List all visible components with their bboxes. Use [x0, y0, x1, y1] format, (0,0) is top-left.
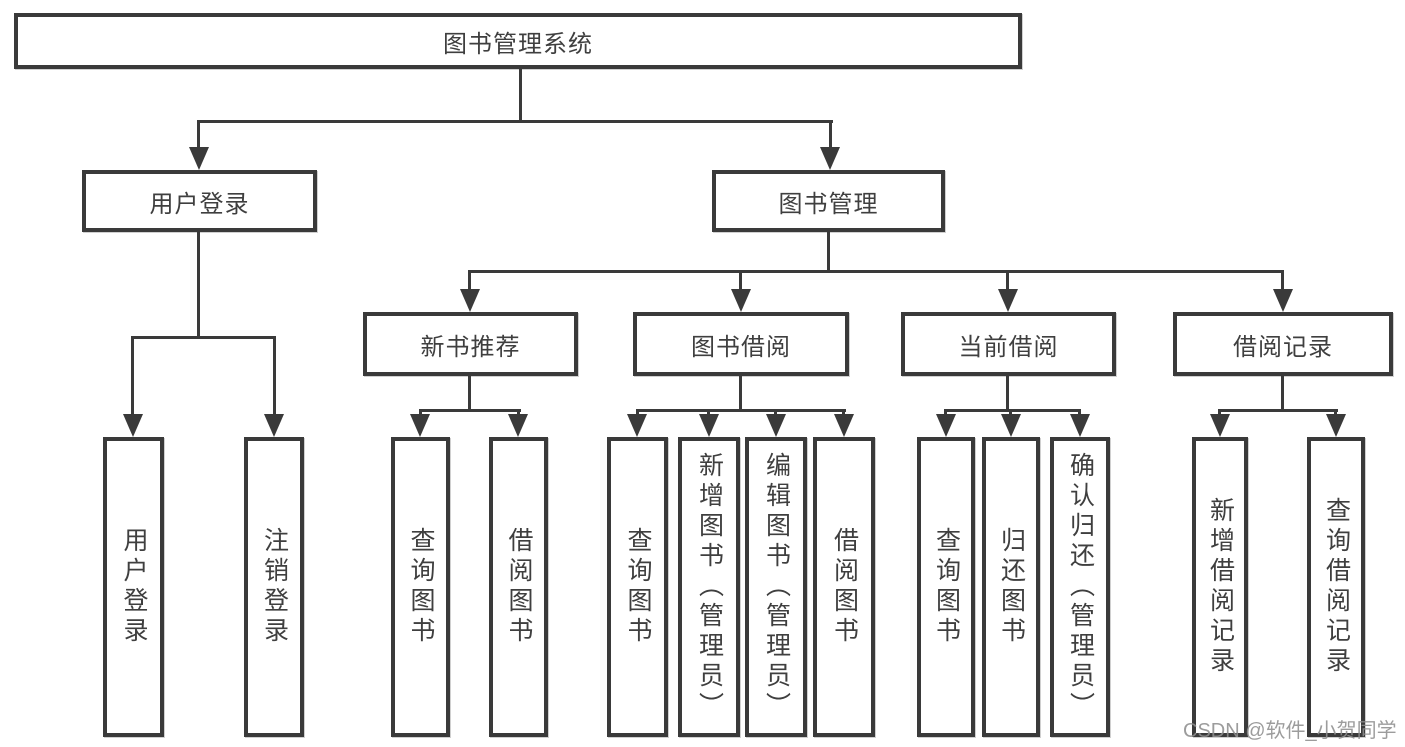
node-bb-add-label: 新增图书（管理员）: [695, 452, 724, 722]
node-book-mgmt-label: 图书管理: [778, 190, 879, 218]
node-nb-borrow-box: 借阅图书: [489, 437, 548, 737]
arrowhead-down-icon: [731, 289, 751, 312]
node-cb-confirm-label: 确认归还（管理员）: [1066, 452, 1095, 722]
connector-line: [739, 376, 742, 412]
connector-line: [273, 336, 276, 418]
node-nb-borrow-label: 借阅图书: [505, 527, 533, 647]
node-new-book-rec-label: 新书推荐: [420, 333, 521, 361]
node-br-query-label: 查询借阅记录: [1322, 497, 1351, 677]
arrowhead-down-icon: [699, 414, 719, 437]
node-nb-query-box: 查询图书: [391, 437, 450, 737]
arrowhead-down-icon: [189, 147, 209, 170]
connector-line: [827, 232, 830, 272]
node-ul-login-label: 用户登录: [120, 527, 148, 647]
node-cb-return-box: 归还图书: [982, 437, 1040, 737]
arrowhead-down-icon: [998, 289, 1018, 312]
node-cb-query-box: 查询图书: [917, 437, 975, 737]
arrowhead-down-icon: [936, 414, 956, 437]
connector-line: [468, 376, 471, 412]
connector-line: [739, 270, 742, 294]
arrowhead-down-icon: [508, 414, 528, 437]
node-borrow-records-box: 借阅记录: [1173, 312, 1393, 376]
node-user-login-label: 用户登录: [149, 190, 250, 218]
connector-line: [1281, 376, 1284, 412]
node-br-query-box: 查询借阅记录: [1307, 437, 1365, 737]
arrowhead-down-icon: [834, 414, 854, 437]
connector-line: [636, 409, 846, 412]
arrowhead-down-icon: [1273, 289, 1293, 312]
arrowhead-down-icon: [820, 147, 840, 170]
node-bb-edit-label: 编辑图书（管理员）: [762, 452, 791, 722]
node-borrow-records-label: 借阅记录: [1233, 333, 1333, 361]
node-ul-login-box: 用户登录: [103, 437, 164, 737]
node-bb-query-label: 查询图书: [624, 527, 652, 647]
node-current-borrow-label: 当前借阅: [958, 333, 1059, 361]
connector-line: [1006, 270, 1009, 294]
node-br-add-box: 新增借阅记录: [1192, 437, 1248, 737]
arrowhead-down-icon: [460, 289, 480, 312]
connector-line: [419, 409, 521, 412]
node-book-borrow-label: 图书借阅: [691, 333, 791, 361]
arrowhead-down-icon: [264, 414, 284, 437]
connector-line: [197, 120, 833, 123]
arrowhead-down-icon: [123, 414, 143, 437]
connector-line: [1006, 376, 1009, 412]
connector-line: [1281, 270, 1284, 294]
node-br-add-label: 新增借阅记录: [1206, 497, 1235, 677]
node-cb-query-label: 查询图书: [932, 527, 961, 647]
node-book-borrow-box: 图书借阅: [633, 312, 849, 376]
node-new-book-rec-box: 新书推荐: [363, 312, 578, 376]
connector-line: [468, 270, 1284, 273]
connector-line: [197, 120, 200, 152]
connector-line: [468, 270, 471, 294]
node-current-borrow-box: 当前借阅: [901, 312, 1116, 376]
node-book-mgmt-box: 图书管理: [712, 170, 945, 232]
connector-line: [944, 409, 1081, 412]
node-bb-edit-box: 编辑图书（管理员）: [745, 437, 807, 737]
node-root-box: 图书管理系统: [14, 13, 1022, 69]
connector-line: [1218, 409, 1338, 412]
node-user-login-box: 用户登录: [82, 170, 317, 232]
node-ul-logout-box: 注销登录: [244, 437, 304, 737]
connector-line: [131, 336, 276, 339]
arrowhead-down-icon: [1326, 414, 1346, 437]
node-bb-add-box: 新增图书（管理员）: [678, 437, 740, 737]
connector-line: [519, 69, 522, 122]
node-root-label: 图书管理系统: [443, 30, 593, 58]
node-nb-query-label: 查询图书: [407, 527, 435, 647]
node-bb-borrow-label: 借阅图书: [830, 527, 859, 647]
arrowhead-down-icon: [1210, 414, 1230, 437]
connector-line: [829, 120, 832, 152]
arrowhead-down-icon: [766, 414, 786, 437]
connector-line: [131, 336, 134, 418]
node-bb-borrow-box: 借阅图书: [813, 437, 875, 737]
arrowhead-down-icon: [627, 414, 647, 437]
node-ul-logout-label: 注销登录: [260, 527, 289, 647]
node-cb-return-label: 归还图书: [997, 527, 1026, 647]
watermark: CSDN @软件_小贺同学: [1183, 720, 1397, 742]
connector-line: [197, 232, 200, 338]
arrowhead-down-icon: [1001, 414, 1021, 437]
arrowhead-down-icon: [410, 414, 430, 437]
arrowhead-down-icon: [1070, 414, 1090, 437]
node-cb-confirm-box: 确认归还（管理员）: [1050, 437, 1110, 737]
node-bb-query-box: 查询图书: [607, 437, 668, 737]
